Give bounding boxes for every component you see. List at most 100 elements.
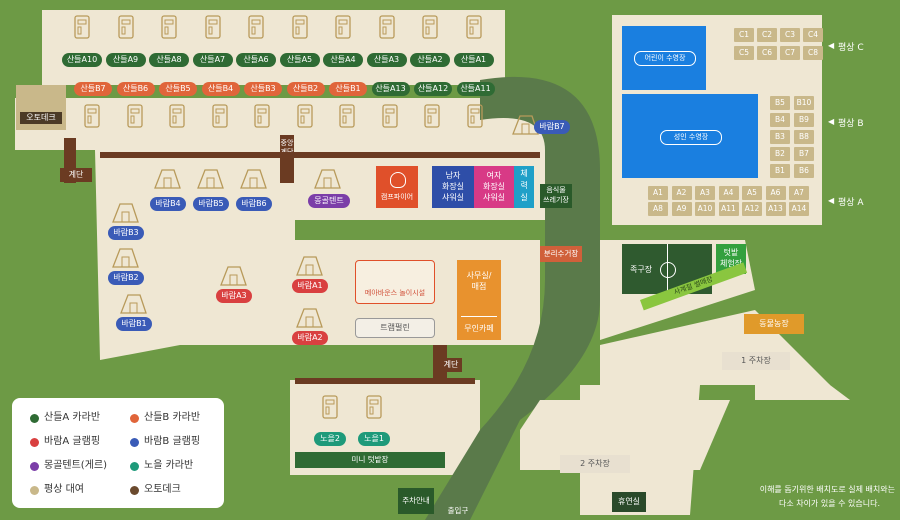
pyeongsang-C2[interactable]: C2 (757, 28, 777, 42)
pyeongsang-A11[interactable]: A11 (718, 202, 739, 216)
site-산들A13[interactable]: 산들A13 (371, 82, 410, 96)
site-산들A7[interactable]: 산들A7 (192, 53, 233, 67)
pyeongsang-C7[interactable]: C7 (780, 46, 800, 60)
trampoline[interactable]: 트램펄린 (355, 318, 435, 338)
adult-pool[interactable]: 성인 수영장 (622, 94, 758, 178)
pyeongsang-A5[interactable]: A5 (742, 186, 762, 200)
pyeongsang-B9[interactable]: B9 (794, 113, 814, 127)
site-노을2[interactable]: 노을2 (314, 432, 346, 446)
site-바람A2[interactable]: 바람A2 (292, 331, 328, 345)
site-산들A10[interactable]: 산들A10 (62, 53, 102, 67)
legend-swatch (30, 438, 39, 447)
shower-women[interactable]: 여자 화장실 샤워실 (474, 166, 514, 208)
site-산들A6[interactable]: 산들A6 (236, 53, 276, 67)
pyeongsang-B10[interactable]: B10 (794, 96, 814, 110)
site-바람B1[interactable]: 바람B1 (116, 317, 152, 331)
pyeongsang-B8[interactable]: B8 (794, 130, 814, 144)
site-산들A8[interactable]: 산들A8 (149, 53, 189, 67)
site-산들A3[interactable]: 산들A3 (366, 53, 407, 67)
site-산들B4[interactable]: 산들B4 (201, 82, 240, 96)
legend-swatch (130, 486, 139, 495)
site-산들B5[interactable]: 산들B5 (159, 82, 197, 96)
pyeongsang-C6[interactable]: C6 (757, 46, 777, 60)
site-바람A3[interactable]: 바람A3 (216, 289, 252, 303)
pyeongsang-A1[interactable]: A1 (648, 186, 668, 200)
tent-icon (510, 112, 540, 140)
site-바람B2[interactable]: 바람B2 (108, 271, 144, 285)
mini-garden[interactable]: 미니 텃밭장 (295, 452, 445, 468)
pyeongsang-A10[interactable]: A10 (695, 202, 715, 216)
gym-label: 체 력 실 (520, 169, 528, 202)
pyeongsang-C4[interactable]: C4 (803, 28, 823, 42)
animal-farm[interactable]: 동물농장 (744, 314, 804, 334)
recycle: 분리수거장 (540, 246, 582, 262)
pyeongsang-C5[interactable]: C5 (734, 46, 754, 60)
site-산들B6[interactable]: 산들B6 (116, 82, 155, 96)
legend-swatch (30, 486, 39, 495)
playground[interactable]: 메아바운스 놀이시설 (355, 260, 435, 304)
shower-men[interactable]: 남자 화장실 샤워실 (432, 166, 474, 208)
site-산들A1[interactable]: 산들A1 (453, 53, 494, 67)
tent-icon (238, 166, 268, 194)
disclaimer-1: 이해를 돕기위한 배치도로 실제 배치와는 (759, 485, 895, 494)
pyeongsang-C1[interactable]: C1 (734, 28, 754, 42)
pyeongsang-A6[interactable]: A6 (765, 186, 786, 200)
parking-1[interactable]: 1 주차장 (722, 352, 790, 370)
legend-swatch (130, 462, 139, 471)
disclaimer-2: 다소 차이가 있을 수 있습니다. (778, 499, 880, 508)
pyeongsang-A8[interactable]: A8 (648, 202, 668, 216)
site-산들A4[interactable]: 산들A4 (323, 53, 363, 67)
pyeongsang-B4[interactable]: B4 (770, 113, 790, 127)
site-바람B5[interactable]: 바람B5 (193, 197, 229, 211)
shower-women-label: 여자 화장실 샤워실 (482, 171, 506, 202)
pyeongsang-A12[interactable]: A12 (742, 202, 762, 216)
pyeongsang-A9[interactable]: A9 (671, 202, 692, 216)
tent-icon (294, 305, 324, 333)
pyeongsang-C8[interactable]: C8 (803, 46, 823, 60)
pyeongsang-B6[interactable]: B6 (794, 164, 814, 178)
pyeongsang-A4[interactable]: A4 (718, 186, 739, 200)
pyeongsang-A14[interactable]: A14 (789, 202, 809, 216)
pyeongsang-B1[interactable]: B1 (770, 164, 790, 178)
parking-2[interactable]: 2 주차장 (560, 455, 630, 473)
office[interactable]: 사무실/ 매점 무인카페 (457, 260, 501, 340)
site-산들A11[interactable]: 산들A11 (456, 82, 495, 96)
pyeongsang-A2[interactable]: A2 (671, 186, 692, 200)
autodeck-box[interactable]: 오토데크 (16, 85, 66, 130)
campfire-box[interactable]: 캠프파이어 (376, 166, 418, 208)
pyeongsang-C3[interactable]: C3 (780, 28, 800, 42)
site-산들A2[interactable]: 산들A2 (410, 53, 450, 67)
site-바람B6[interactable]: 바람B6 (236, 197, 272, 211)
pyeongsang-B3[interactable]: B3 (770, 130, 790, 144)
hobby-room[interactable]: 휴연실 (612, 492, 646, 512)
caravan-icon (364, 394, 384, 422)
legend-label: 바람B 글램핑 (144, 436, 201, 447)
caravan-icon (116, 14, 136, 42)
pyeongsang-B5[interactable]: B5 (770, 96, 790, 110)
football-label: 족구장 (630, 265, 653, 274)
site-산들A5[interactable]: 산들A5 (279, 53, 320, 67)
caravan-icon (380, 103, 400, 131)
mongol-tent-label[interactable]: 몽골텐트 (308, 194, 350, 208)
site-산들B1[interactable]: 산들B1 (329, 82, 367, 96)
pyeongsang-A7[interactable]: A7 (789, 186, 809, 200)
site-바람B4[interactable]: 바람B4 (150, 197, 186, 211)
site-바람B3[interactable]: 바람B3 (108, 226, 144, 240)
parking-guide[interactable]: 주차안내 (398, 488, 434, 514)
site-산들B3[interactable]: 산들B3 (244, 82, 282, 96)
site-산들B2[interactable]: 산들B2 (286, 82, 325, 96)
kids-pool[interactable]: 어린이 수영장 (622, 26, 706, 90)
site-노을1[interactable]: 노을1 (358, 432, 390, 446)
site-산들A9[interactable]: 산들A9 (105, 53, 146, 67)
site-산들A12[interactable]: 산들A12 (414, 82, 452, 96)
pyeongsang-A3[interactable]: A3 (695, 186, 715, 200)
pyeongsang-A13[interactable]: A13 (765, 202, 786, 216)
pyeongsang-B7[interactable]: B7 (794, 147, 814, 161)
pyeongsang-B2[interactable]: B2 (770, 147, 790, 161)
site-산들B7[interactable]: 산들B7 (74, 82, 112, 96)
arrow-c-icon: ◀ (828, 41, 835, 50)
gym[interactable]: 체 력 실 (514, 166, 534, 208)
site-바람B7[interactable]: 바람B7 (534, 120, 570, 134)
site-바람A1[interactable]: 바람A1 (292, 279, 328, 293)
